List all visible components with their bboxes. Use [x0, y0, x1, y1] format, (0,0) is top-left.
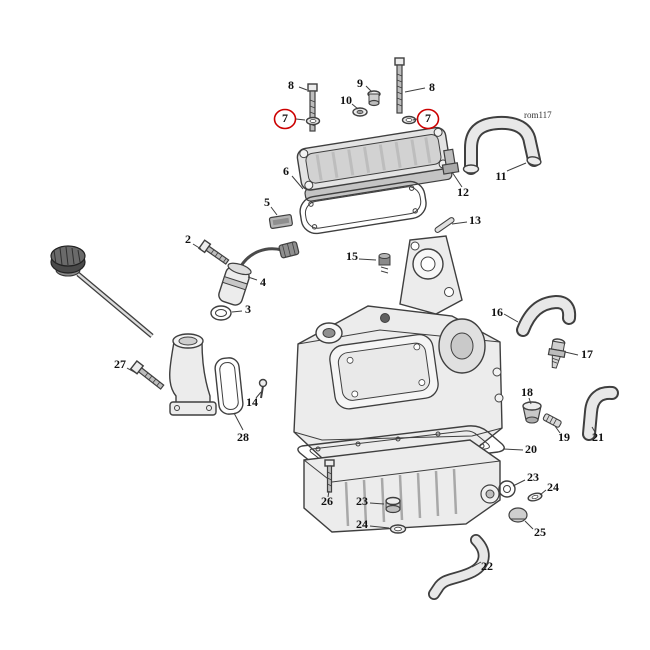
washer-24-right — [527, 492, 543, 502]
breather-9 — [367, 90, 381, 107]
callout-4: 4 — [260, 275, 266, 289]
ring-23-right — [498, 480, 516, 498]
callout-21: 21 — [592, 430, 604, 444]
hose-21 — [582, 385, 619, 441]
callout-27: 27 — [114, 357, 126, 371]
leader-lines — [126, 85, 596, 568]
plug-23-bottom — [385, 496, 401, 514]
washer-7-right — [401, 115, 417, 125]
nut-10 — [352, 107, 368, 117]
hose-16 — [516, 294, 577, 337]
valve-cover — [296, 126, 453, 202]
callout-11: 11 — [495, 169, 506, 183]
plug-25 — [508, 507, 528, 523]
bolt-27 — [129, 359, 165, 390]
callout-5: 5 — [264, 195, 270, 209]
oring-3 — [210, 305, 232, 321]
dipstick — [50, 245, 154, 338]
plug-15 — [378, 253, 391, 274]
callout-3: 3 — [245, 302, 251, 316]
bolt-8-right — [394, 57, 405, 114]
hose-11 — [462, 115, 542, 175]
gasket-28 — [214, 357, 244, 415]
callout-23-right: 23 — [527, 470, 539, 484]
bolt-8-left — [307, 83, 318, 132]
pin-13 — [434, 217, 455, 233]
highlight-circle-7-right — [416, 108, 440, 130]
callout-7-left: 7 — [282, 111, 288, 125]
callout-17: 17 — [581, 347, 593, 361]
callout-7-right: 7 — [425, 111, 431, 125]
callout-22: 22 — [481, 559, 493, 573]
screw-14 — [258, 378, 268, 399]
pad-5 — [268, 214, 293, 229]
callout-12: 12 — [457, 185, 469, 199]
washer-24-bottom — [389, 524, 407, 534]
oil-pan — [303, 439, 501, 533]
callout-28: 28 — [237, 430, 249, 444]
callout-19: 19 — [558, 430, 570, 444]
highlight-circle-7-left — [273, 108, 297, 130]
gasket-6 — [299, 180, 427, 235]
callout-26: 26 — [321, 494, 333, 508]
callout-23-bottom: 23 — [356, 494, 368, 508]
callout-6: 6 — [283, 164, 289, 178]
callout-13: 13 — [469, 213, 481, 227]
hose-22 — [428, 534, 490, 600]
fitting-17 — [547, 338, 566, 369]
fitting-12 — [441, 148, 460, 175]
callout-20: 20 — [525, 442, 537, 456]
callout-2: 2 — [185, 232, 191, 246]
callout-15: 15 — [346, 249, 358, 263]
bolt-2 — [197, 239, 230, 265]
callout-16: 16 — [491, 305, 503, 319]
callout-24-bottom: 24 — [356, 517, 368, 531]
callout-25: 25 — [534, 525, 546, 539]
washer-7-left — [305, 116, 321, 126]
callout-14: 14 — [246, 395, 258, 409]
crankcase — [293, 235, 504, 459]
watermark-text: rom117 — [524, 110, 552, 120]
filler-tube — [169, 333, 217, 416]
plug-18 — [522, 401, 542, 424]
callout-8-right: 8 — [429, 80, 435, 94]
callout-10: 10 — [340, 93, 352, 107]
callout-9: 9 — [357, 76, 363, 90]
bolt-26 — [324, 459, 335, 493]
callout-24-right: 24 — [547, 480, 559, 494]
callout-18: 18 — [521, 385, 533, 399]
fitting-19 — [542, 413, 562, 428]
sensor-4 — [218, 241, 300, 306]
callout-8-left: 8 — [288, 78, 294, 92]
